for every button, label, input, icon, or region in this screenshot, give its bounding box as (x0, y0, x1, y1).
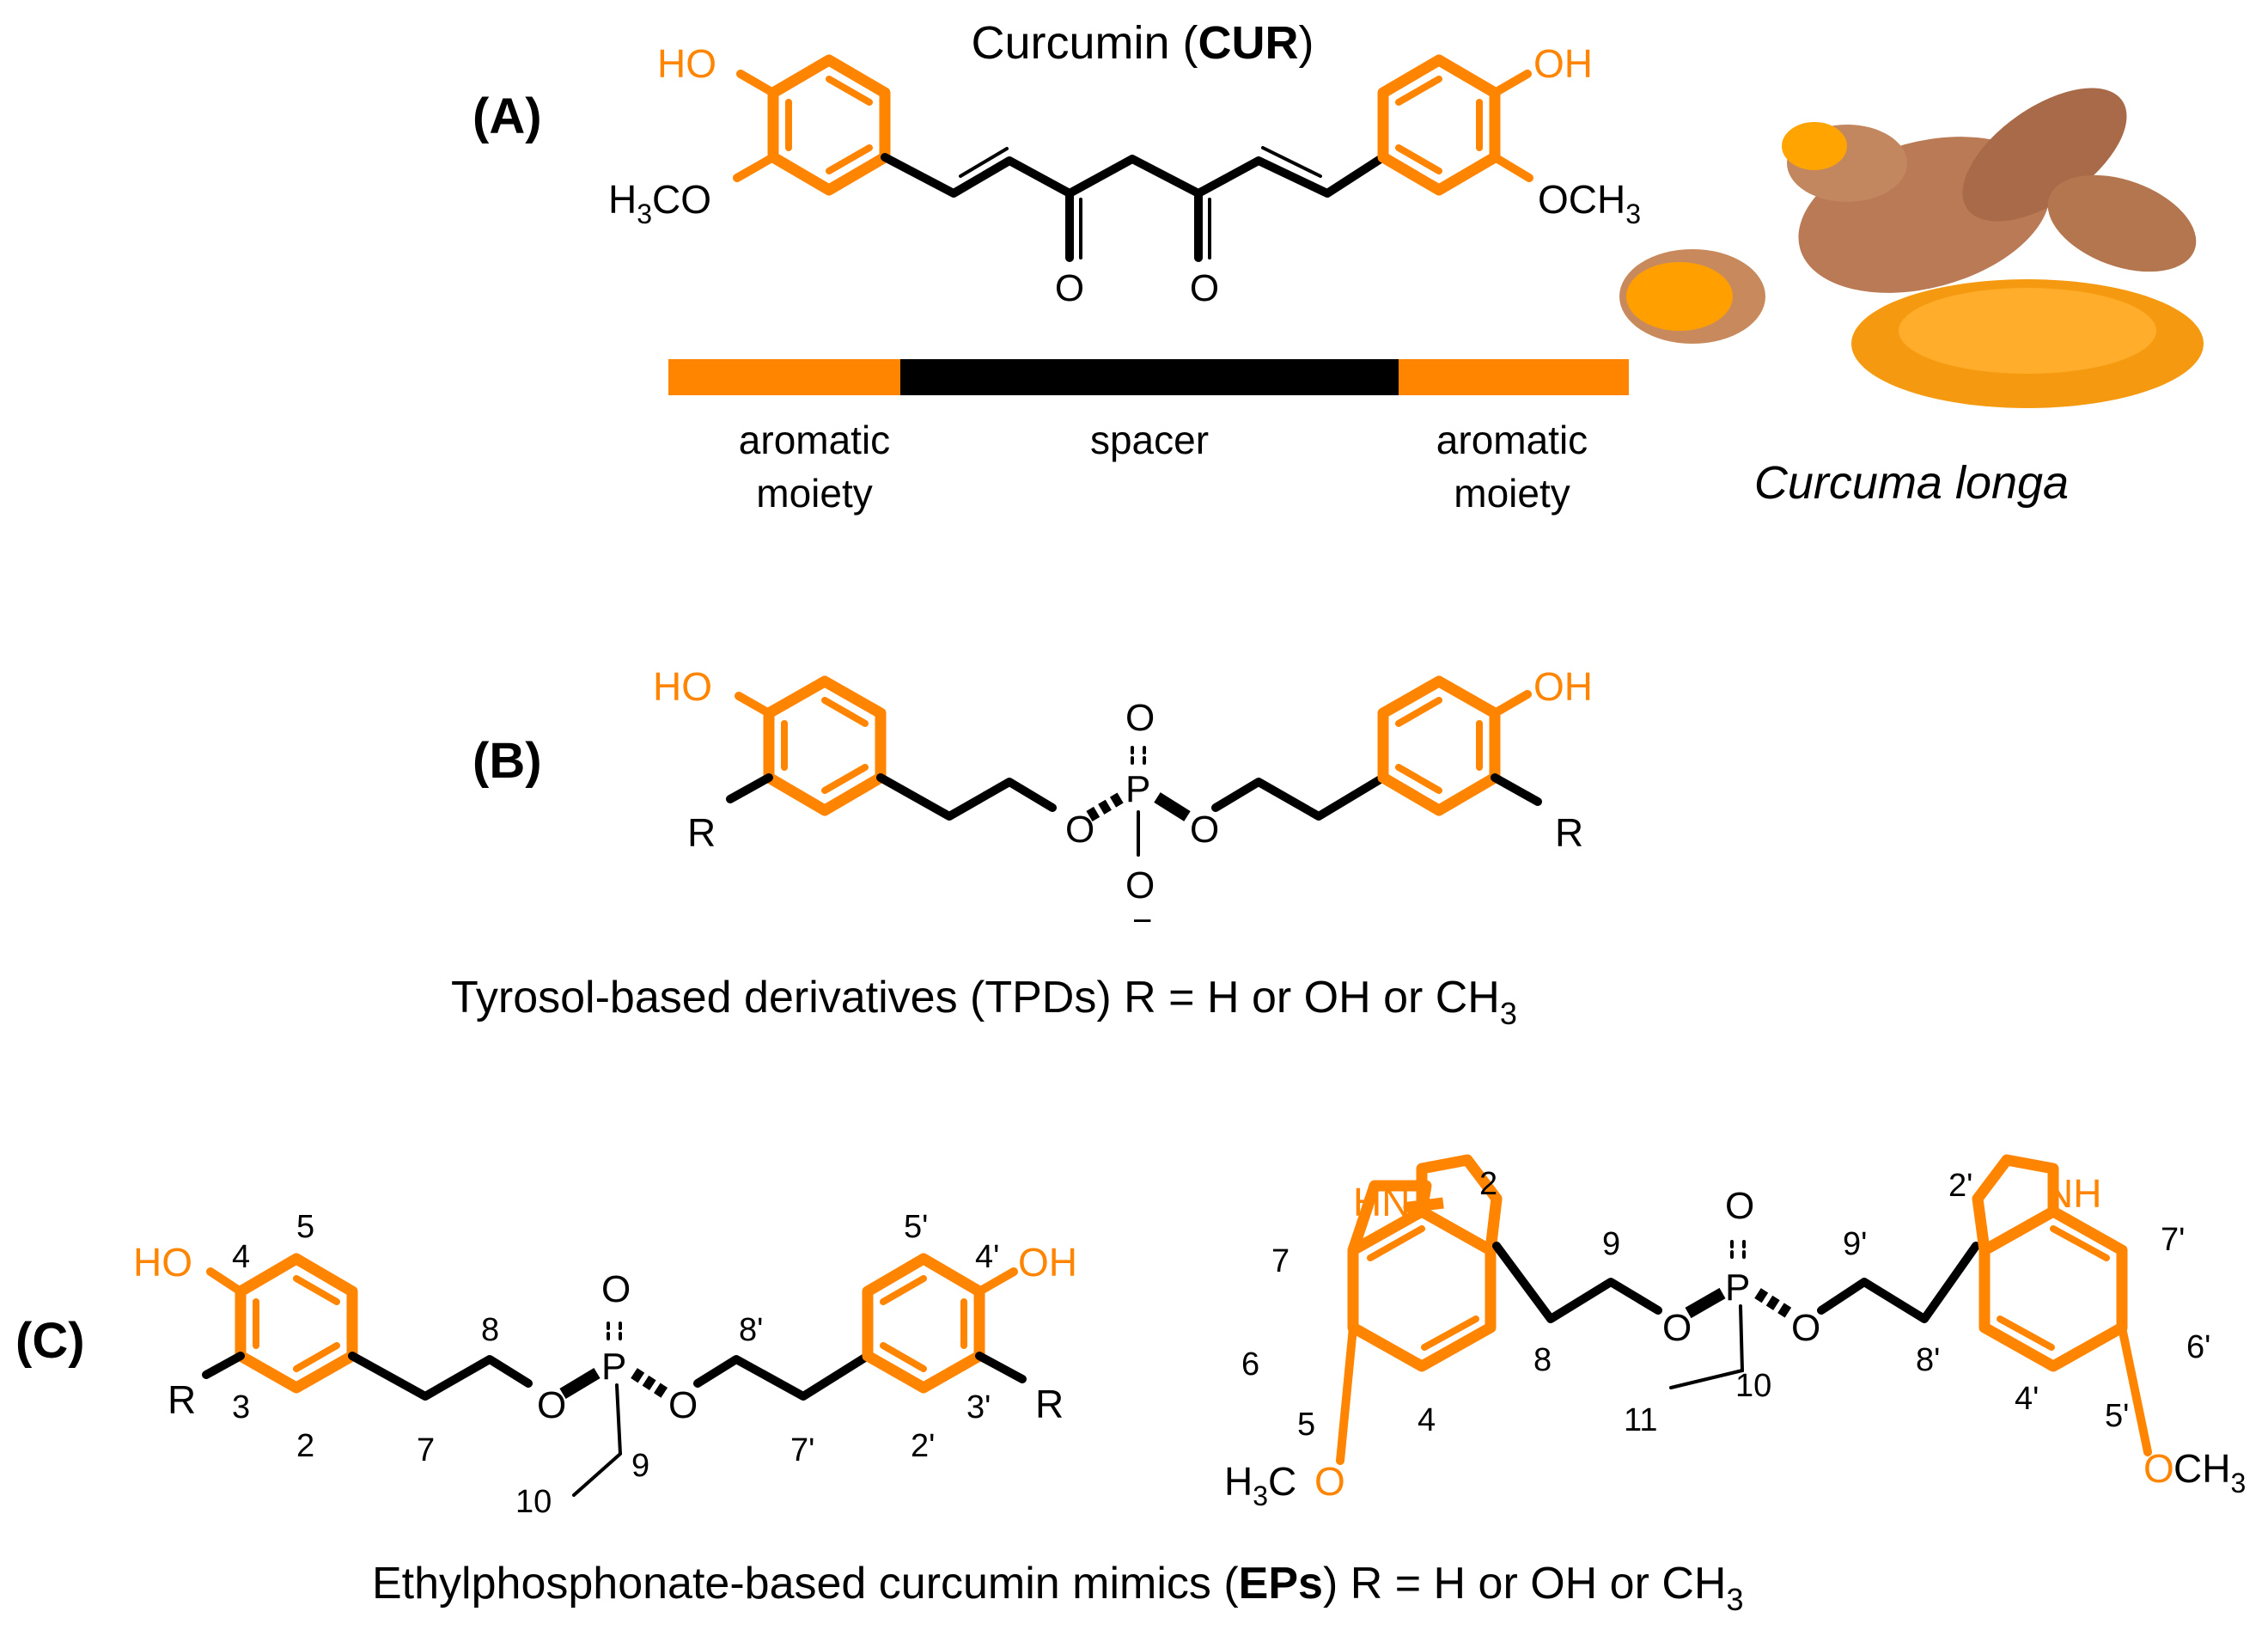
ep-right-locant-2: 2 (1479, 1166, 1497, 1202)
bar-right-label-line2: moiety (1454, 471, 1570, 516)
panel-c-label: (C) (15, 1313, 85, 1369)
ep-right-linker-a (1492, 1242, 1662, 1323)
ep-left-indole-nh: HN (1353, 1180, 1410, 1224)
curcumin-spacer-chain (881, 153, 1387, 198)
ep-left-r-group: R (168, 1377, 196, 1422)
ep-left-phosphoryl-oxygen: O (601, 1268, 631, 1310)
panel-a-label: (A) (472, 89, 542, 144)
curcumin-right-methoxy: OCH3 (1538, 177, 1641, 229)
ep-left-locant-7: 7 (417, 1432, 435, 1468)
ep-right-ester-oxygen-a: O (1662, 1307, 1692, 1349)
ep-left-locant-9: 9 (631, 1448, 649, 1484)
ep-right-indole-nh: NH (2045, 1171, 2101, 1216)
ep-right-ester-oxygen-b: O (1791, 1307, 1820, 1349)
ep-right-locant-11: 11 (1624, 1402, 1657, 1438)
tpd-phosphoryl-oxygen: O (1125, 697, 1155, 739)
tpd-anionic-oxygen: O (1125, 864, 1155, 907)
tpd-right-hydroxyl: OH (1533, 664, 1593, 709)
ep-left-ester-oxygen-b: O (668, 1384, 698, 1426)
ep-left-locant-10: 10 (515, 1484, 552, 1520)
panel-b-label: (B) (472, 733, 542, 789)
ep-left-locant-2: 2 (296, 1428, 314, 1464)
ep-right-locant-7: 7 (1271, 1243, 1289, 1279)
ep-left-aromatic-ring-b (862, 1253, 1018, 1394)
ep-right-locant-10: 10 (1735, 1368, 1771, 1404)
ep-right-locant-7p: 7' (2161, 1222, 2185, 1258)
ep-right-locant-2p: 2' (1948, 1168, 1972, 1204)
ep-right-locant-9p: 9' (1843, 1226, 1867, 1262)
curcumin-left-aromatic-ring (733, 54, 891, 196)
tpd-right-ester-oxygen: O (1190, 809, 1219, 851)
turmeric-photo-caption: Curcuma longa (1754, 457, 2069, 509)
curcumin-carbonyl-oxygen-2: O (1190, 267, 1219, 309)
ep-right-locant-5p: 5' (2105, 1398, 2129, 1434)
ep-left-locant-4: 4 (232, 1239, 250, 1275)
ep-right-locant-8p: 8' (1916, 1342, 1940, 1378)
curcumin-left-alkene-double-bond (959, 147, 1009, 178)
ep-left-locant-3p: 3' (966, 1389, 991, 1425)
curcumin-right-aromatic-ring (1377, 54, 1533, 196)
ep-left-locant-2p: 2' (911, 1428, 935, 1464)
tpd-left-aromatic-ring (735, 675, 887, 816)
ep-right-locant-8: 8 (1533, 1342, 1552, 1378)
tpd-left-linker (876, 773, 1057, 821)
ep-left-phosphorus: P (601, 1346, 626, 1388)
ep-left-locant-8: 8 (481, 1312, 499, 1348)
bar-right-label-line1: aromatic (1436, 418, 1588, 462)
ep-right-locant-4: 4 (1418, 1402, 1436, 1438)
ep-left-locant-7p: 7' (790, 1432, 814, 1468)
ep-right-locant-6p: 6' (2186, 1329, 2210, 1365)
turmeric-rhizome-photo (1619, 88, 2204, 408)
ep-left-linker (348, 1352, 533, 1401)
bar-left-label-line1: aromatic (739, 418, 890, 462)
curcumin-right-hydroxyl: OH (1533, 41, 1593, 86)
tpd-right-linker (1211, 773, 1387, 821)
ep-right-locant-6: 6 (1241, 1346, 1259, 1383)
curcumin-carbonyl-oxygen-1: O (1055, 267, 1084, 309)
spacer-bar (900, 359, 1399, 395)
ep-right-phosphoryl-oxygen: O (1725, 1185, 1754, 1227)
bar-middle-label: spacer (1090, 418, 1209, 462)
tpd-left-hydroxyl: HO (653, 664, 712, 709)
curcumin-left-hydroxyl: HO (657, 41, 716, 86)
ep-left-r-group-b: R (1035, 1382, 1064, 1426)
ep-left-aromatic-ring-a (206, 1253, 358, 1394)
ep-right-linker-b (1817, 1242, 1980, 1323)
ep-right-locant-4p: 4' (2015, 1381, 2039, 1417)
tpd-phosphorus: P (1125, 768, 1150, 810)
bar-left-label-line2: moiety (756, 471, 872, 516)
tpd-caption: Tyrosol-based derivatives (TPDs) R = H o… (451, 973, 1517, 1031)
curcumin-title: Curcumin (CUR) (971, 17, 1314, 69)
ep-left-hydroxyl: HO (133, 1240, 192, 1285)
ep-left-locant-4p: 4' (975, 1239, 999, 1275)
ep-left-methoxy-methyl: H3C (1224, 1459, 1296, 1511)
ep-left-hydroxyl-b: OH (1018, 1240, 1077, 1285)
ep-left-locant-5p: 5' (904, 1209, 928, 1245)
ep-right-locant-5: 5 (1297, 1407, 1315, 1443)
ep-left-linker-b (693, 1352, 872, 1401)
ep-right-locant-9: 9 (1602, 1226, 1620, 1262)
ep-caption: Ethylphosphonate-based curcumin mimics (… (372, 1559, 1744, 1617)
tpd-left-r-group: R (687, 810, 716, 855)
curcumin-right-alkene-double-bond (1261, 146, 1322, 178)
ep-right-methoxy-methyl: CH3 (2174, 1446, 2246, 1499)
ep-left-locant-8p: 8' (739, 1312, 763, 1348)
ep-right-phosphorus: P (1725, 1267, 1750, 1309)
tpd-right-aromatic-ring (1377, 675, 1532, 816)
curcumin-left-methoxy: H3CO (608, 177, 711, 229)
aromatic-moiety-bar-right (1399, 359, 1629, 395)
ep-right-methoxy-oxygen: O (2143, 1446, 2174, 1491)
aromatic-moiety-bar-left (668, 359, 900, 395)
tpd-negative-charge: − (1132, 902, 1152, 940)
tpd-right-r-group: R (1555, 810, 1583, 855)
ep-left-locant-5: 5 (296, 1209, 314, 1245)
ep-left-methoxy-oxygen: O (1314, 1459, 1345, 1504)
ep-left-locant-3: 3 (232, 1389, 250, 1425)
